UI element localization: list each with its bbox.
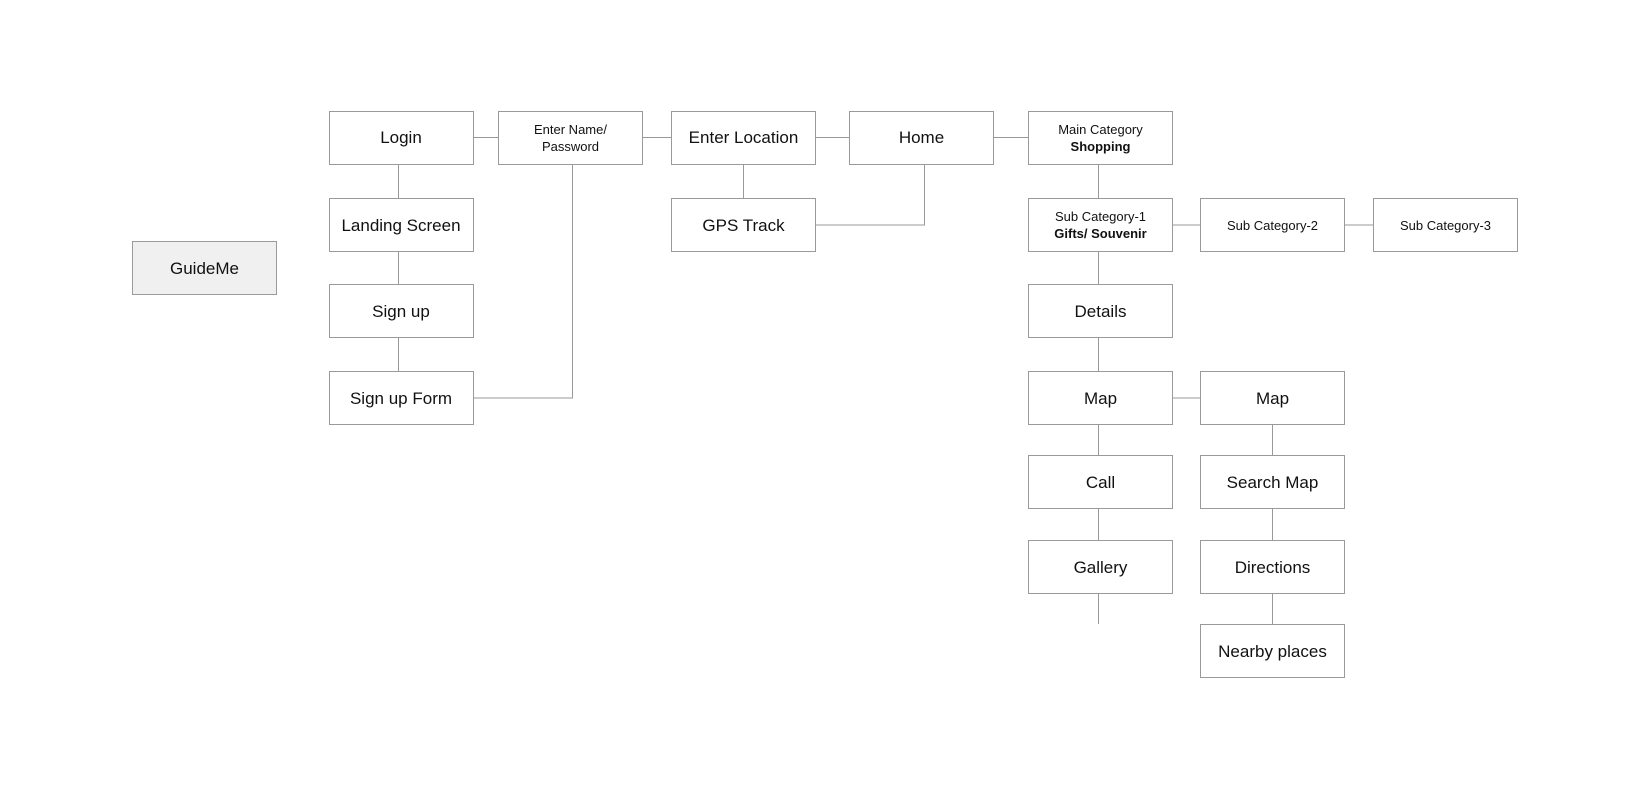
node-label: Map [1255, 388, 1290, 408]
node-landing-screen: Landing Screen [328, 198, 474, 252]
node-label-line2: Password [541, 138, 600, 154]
node-home: Home [849, 110, 994, 165]
node-label: Landing Screen [341, 215, 461, 235]
node-label-line2: Shopping [1070, 138, 1131, 154]
node-label: Login [380, 128, 422, 147]
node-label: Sub Category-3 [1399, 217, 1492, 233]
node-label: Nearby places [1218, 641, 1327, 661]
node-label-line1: Sub Category-1 [1054, 209, 1147, 224]
node-nearby-places: Nearby places [1200, 624, 1345, 678]
node-sign-up: Sign up [328, 284, 474, 338]
node-enter-location: Enter Location [671, 110, 816, 165]
node-label: Call [1085, 472, 1116, 492]
node-call: Call [1028, 455, 1173, 509]
node-label: Gallery [1073, 557, 1128, 577]
node-label: Enter Location [688, 128, 799, 147]
node-label-line2: Gifts/ Souvenir [1054, 226, 1147, 241]
link-entername-signupform [473, 164, 573, 399]
node-label: Home [898, 128, 945, 147]
node-sub-category-2: Sub Category-2 [1200, 198, 1345, 252]
node-sign-up-form: Sign up Form [328, 371, 474, 425]
node-login: Login [328, 110, 474, 165]
link-home-gps [816, 164, 925, 226]
node-label: Search Map [1226, 472, 1319, 492]
node-label-line1: Main Category [1058, 121, 1143, 137]
node-details: Details [1028, 284, 1173, 338]
node-label-line1: Enter Name/ [534, 121, 607, 137]
node-gallery: Gallery [1028, 540, 1173, 594]
node-label: Sign up Form [349, 388, 453, 408]
node-sub-category-3: Sub Category-3 [1373, 198, 1518, 252]
node-label: Directions [1234, 557, 1311, 577]
node-gps-track: GPS Track [671, 198, 816, 252]
node-label: GuideMe [170, 258, 239, 278]
node-directions: Directions [1200, 540, 1345, 594]
node-label: Sign up [372, 301, 430, 321]
node-label: Map [1083, 388, 1118, 408]
node-search-map: Search Map [1200, 455, 1345, 509]
root-node-guideme: GuideMe [132, 241, 277, 295]
node-label: Details [1074, 301, 1127, 321]
node-label: GPS Track [702, 215, 785, 235]
node-map: Map [1028, 371, 1173, 425]
node-label: Sub Category-2 [1226, 217, 1319, 233]
node-enter-name-password: Enter Name/Password [498, 110, 643, 165]
node-map-2: Map [1200, 371, 1345, 425]
